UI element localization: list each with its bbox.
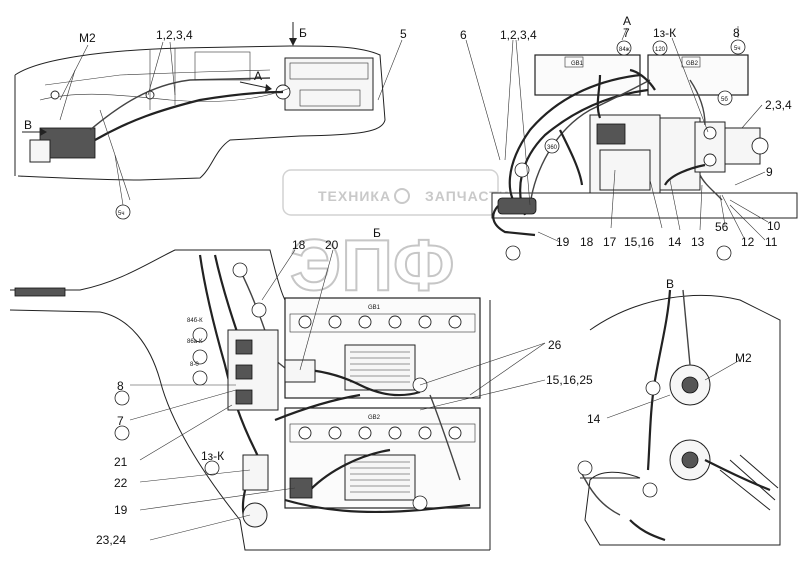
callout-18-a: 18: [580, 235, 594, 249]
watermark-logo: ЭПФ: [290, 226, 454, 306]
callout-2324: 23,24: [96, 533, 126, 547]
callout-17: 17: [603, 235, 617, 249]
wire-86ak: 86а-К: [187, 339, 203, 345]
battery-gb2-top-label: GB2: [686, 61, 699, 67]
callout-22: 22: [114, 476, 128, 490]
watermark: ТЕХНИКА ЗАПЧАСТИ ЭПФ: [282, 169, 510, 307]
view-a-title: А: [623, 14, 631, 28]
battery-gb1-top-label: GB1: [571, 61, 584, 67]
callout-7-left: 7: [117, 414, 124, 428]
callout-1234-top: 1,2,3,4: [156, 28, 193, 42]
watermark-line1: ТЕХНИКА: [318, 188, 391, 204]
callout-6: 6: [460, 28, 467, 42]
callout-m2-top: М2: [79, 31, 96, 45]
wire-84bk: 84б-К: [187, 318, 203, 324]
callout-9: 9: [766, 165, 773, 179]
callout-234: 2,3,4: [765, 98, 792, 112]
callout-12: 12: [741, 235, 755, 249]
callout-8-top: 8: [733, 26, 740, 40]
tag-120: 120: [655, 47, 666, 53]
callout-1234-right: 1,2,3,4: [500, 28, 537, 42]
callout-14-v: 14: [587, 412, 601, 426]
callout-26: 26: [548, 338, 562, 352]
callout-151625: 15,16,25: [546, 373, 593, 387]
tag-84: 84ж: [619, 47, 630, 53]
relay-block: [227, 329, 279, 411]
cab-side-view: 5ч: [14, 22, 403, 220]
battery-gb2-top: [647, 54, 749, 96]
callout-13k-top: 1з-К: [653, 26, 676, 40]
callout-56: 56: [715, 220, 729, 234]
gear-icon: [394, 188, 410, 204]
battery-box-top: [284, 57, 374, 111]
battery-gb2-label: GB2: [368, 415, 381, 421]
view-a-assembly: [465, 26, 798, 261]
callout-10: 10: [767, 219, 781, 233]
tag-5b: 5б: [721, 97, 728, 103]
view-b-assembly: [9, 249, 546, 551]
view-arrow-v: В: [24, 118, 32, 132]
wire-80: 8-0: [190, 362, 199, 368]
view-v-assembly: [577, 289, 781, 546]
view-arrow-a: А: [254, 69, 262, 83]
callout-18-b: 18: [292, 238, 306, 252]
callout-11: 11: [765, 235, 778, 249]
tag-5ch-b: 5ч: [734, 46, 740, 52]
callout-8-left: 8: [117, 379, 124, 393]
callout-19-b: 19: [114, 503, 128, 517]
view-v-title: В: [666, 277, 674, 291]
callout-20: 20: [325, 238, 339, 252]
tag-5ch: 5ч: [118, 211, 124, 217]
callout-13: 13: [691, 235, 705, 249]
callout-m2-v: М2: [735, 351, 752, 365]
view-arrow-b: Б: [299, 26, 307, 40]
callout-7-top: 7: [623, 26, 630, 40]
watermark-line2: ЗАПЧАСТИ: [425, 188, 510, 204]
callout-13k-left: 1з-К: [201, 449, 224, 463]
callout-14-top: 14: [668, 235, 682, 249]
callout-5: 5: [400, 27, 407, 41]
callout-19-a: 19: [556, 235, 570, 249]
callout-21: 21: [114, 455, 128, 469]
battery-terminals: [298, 315, 462, 440]
callout-1516: 15,16: [624, 235, 654, 249]
battery-gb1-label: GB1: [368, 305, 381, 311]
tag-360: 360: [547, 145, 558, 151]
view-b-title: Б: [373, 226, 381, 240]
